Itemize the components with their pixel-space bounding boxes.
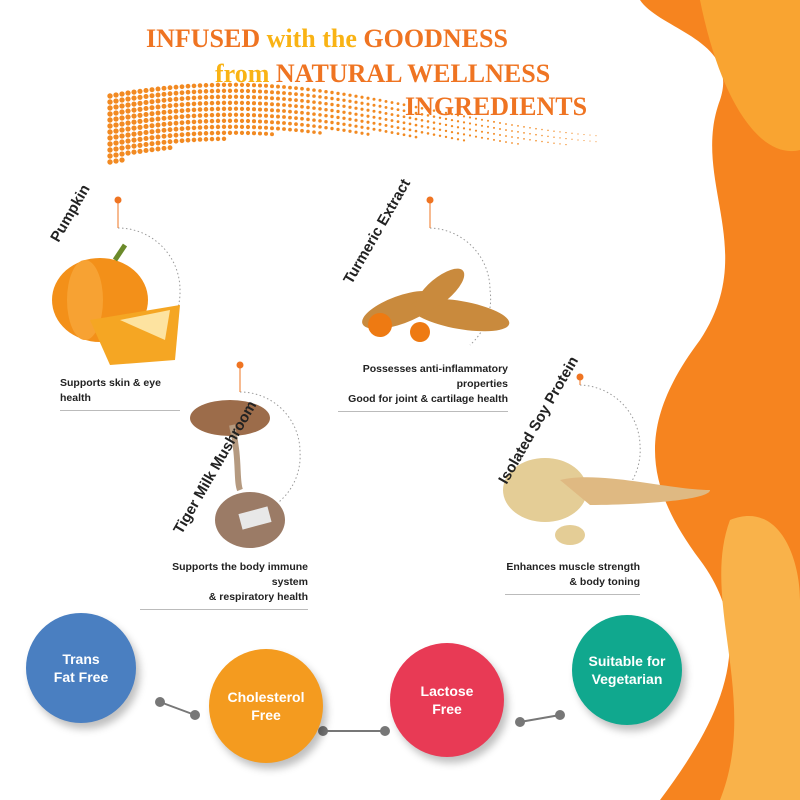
pumpkin-image [52,243,180,365]
badge-connectors [155,697,565,736]
dot-pattern [107,82,597,165]
benefit-soy: Enhances muscle strength& body toning [505,560,640,595]
marker-lines [117,200,581,392]
benefit-pumpkin: Supports skin & eye health [60,376,180,411]
headline-line-2: from NATURAL WELLNESS [215,59,551,88]
marker-dots [114,196,584,381]
orange-wave-light [700,0,800,152]
benefit-mushroom: Supports the body immune system& respira… [140,560,308,610]
headline-line-1: INFUSED with the GOODNESS [146,24,508,53]
mushroom-image [190,400,285,548]
turmeric-image [362,268,510,342]
soy-image [503,458,710,545]
headline-line-3: INGREDIENTS [405,92,588,121]
orange-wave-light-2 [720,516,800,800]
